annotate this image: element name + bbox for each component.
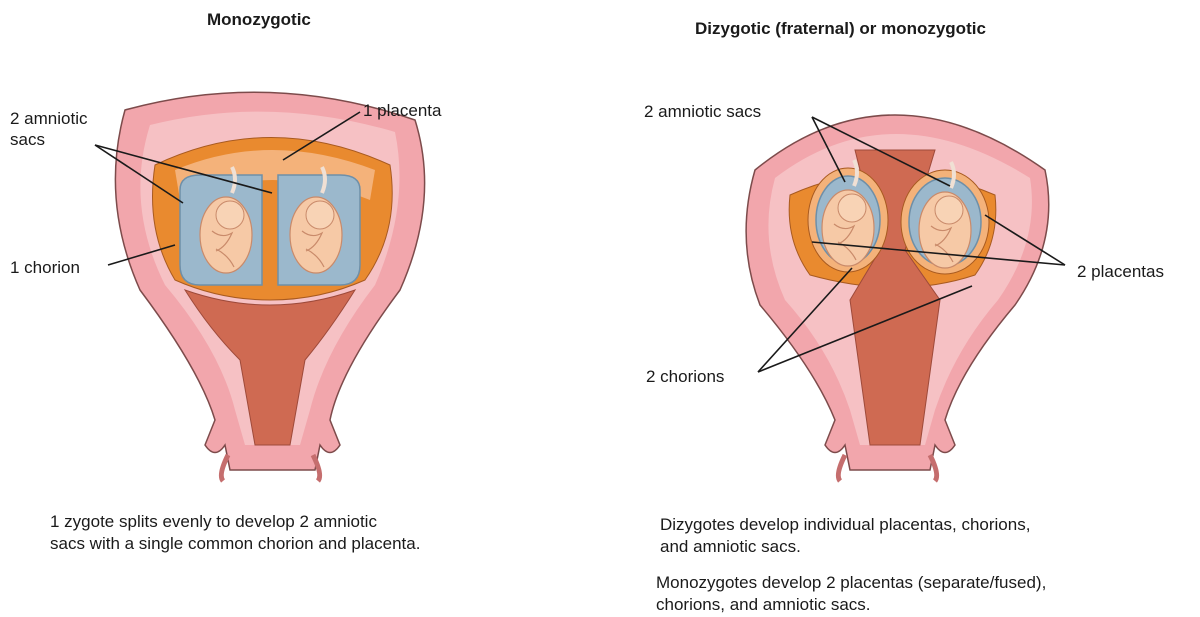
label-1-placenta: 1 placenta <box>363 100 441 121</box>
right-uterus <box>746 115 1049 481</box>
right-caption-dizygotes: Dizygotes develop individual placentas, … <box>660 514 1030 558</box>
left-caption: 1 zygote splits evenly to develop 2 amni… <box>50 511 420 555</box>
label-1-chorion: 1 chorion <box>10 257 80 278</box>
label-2-placentas: 2 placentas <box>1077 261 1164 282</box>
left-uterus <box>115 92 424 481</box>
label-2-chorions: 2 chorions <box>646 366 724 387</box>
label-2-amniotic-sacs-left: 2 amniotic sacs <box>10 108 87 150</box>
label-2-amniotic-sacs-right: 2 amniotic sacs <box>644 101 761 122</box>
right-caption-monozygotes: Monozygotes develop 2 placentas (separat… <box>656 572 1046 616</box>
